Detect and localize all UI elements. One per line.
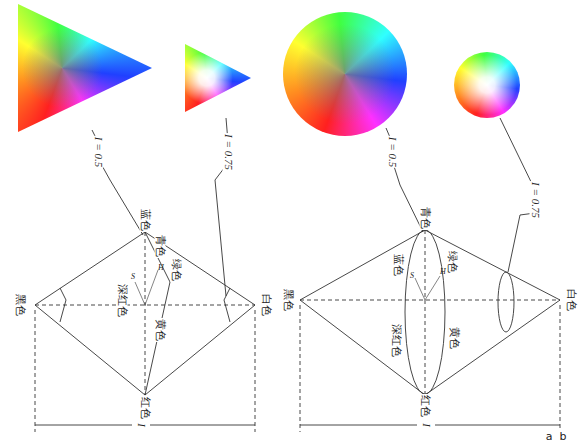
dimension-label: I — [421, 422, 432, 428]
hue-label: 黄色 — [155, 318, 166, 342]
intensity-label: I = 0.5 — [387, 136, 398, 168]
hue-disc-small — [454, 52, 520, 118]
hue-label: 深红色 — [117, 283, 128, 318]
panel-letter: b — [559, 431, 568, 442]
hue-label: 青色 — [155, 234, 166, 258]
hue-symbol: H — [439, 268, 447, 276]
vertex-label: 黑色 — [15, 293, 26, 317]
hue-label: 深红色 — [391, 323, 402, 358]
hue-disc-large — [283, 12, 407, 136]
hue-triangle-small — [185, 44, 251, 112]
vertex-label: 白色 — [566, 288, 577, 312]
vertex-label: 白色 — [261, 293, 272, 317]
hue-label: 绿色 — [447, 250, 458, 274]
intensity-label: I = 0.75 — [530, 181, 541, 219]
hue-label: 黄色 — [449, 326, 460, 350]
vertex-label: 红色 — [140, 396, 151, 420]
hue-symbol: H — [157, 264, 165, 272]
vertex-label: 青色 — [420, 206, 431, 230]
panel-letter: a — [545, 431, 554, 442]
intensity-label: I = 0.5 — [93, 136, 104, 168]
intensity-label: I = 0.75 — [223, 133, 234, 171]
hue-triangle-large — [18, 4, 152, 132]
vertex-label: 黑色 — [283, 288, 294, 312]
hue-label: 绿色 — [171, 258, 182, 282]
dimension-label: I — [136, 422, 147, 428]
hue-label: 蓝色 — [393, 253, 404, 277]
saturation-symbol: S — [130, 273, 136, 281]
vertex-label: 蓝色 — [140, 208, 151, 232]
vertex-label: 红色 — [420, 394, 431, 418]
triangle-solid — [35, 118, 255, 432]
saturation-symbol: S — [409, 272, 415, 280]
cone-solid — [300, 118, 560, 432]
